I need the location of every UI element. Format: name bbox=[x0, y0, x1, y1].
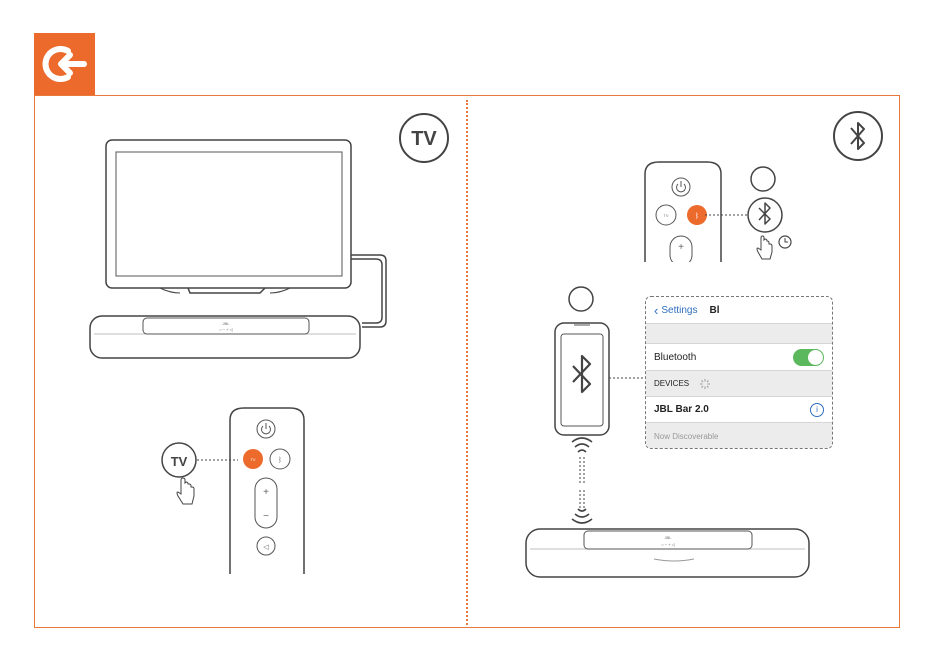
svg-text:◁: ◁ bbox=[263, 544, 269, 551]
settings-spacer bbox=[646, 323, 832, 343]
svg-text:ᛒ: ᛒ bbox=[278, 456, 282, 464]
svg-text:○ − + ◁: ○ − + ◁ bbox=[661, 542, 675, 547]
step-circle bbox=[566, 284, 596, 314]
svg-text:TV: TV bbox=[171, 454, 188, 469]
svg-text:+: + bbox=[263, 487, 269, 498]
back-badge[interactable] bbox=[34, 33, 95, 95]
soundbar-illustration: JBL ○ − + ◁ bbox=[88, 312, 364, 362]
soundbar-illustration-bt: JBL ○ − + ◁ bbox=[524, 525, 814, 581]
svg-text:TV: TV bbox=[250, 457, 255, 462]
bluetooth-label: Bluetooth bbox=[654, 352, 696, 363]
devices-label: DEVICES bbox=[654, 379, 689, 388]
wifi-signal-icon bbox=[567, 505, 597, 527]
tv-button-callout: TV bbox=[160, 440, 240, 510]
status-text: Now Discoverable bbox=[654, 432, 718, 441]
info-icon[interactable]: i bbox=[810, 403, 824, 417]
chevron-left-icon[interactable]: ‹ bbox=[654, 303, 658, 318]
step-circle bbox=[751, 167, 775, 191]
tv-mode-badge: TV bbox=[398, 112, 450, 169]
back-arrow-icon bbox=[34, 33, 95, 95]
svg-text:−: − bbox=[263, 511, 269, 522]
bluetooth-row: Bluetooth bbox=[646, 343, 832, 370]
device-row[interactable]: JBL Bar 2.0 i bbox=[646, 396, 832, 422]
phone-illustration bbox=[552, 320, 652, 520]
bluetooth-toggle[interactable] bbox=[793, 349, 824, 366]
svg-text:+: + bbox=[678, 242, 684, 253]
panel-divider bbox=[466, 100, 468, 625]
svg-text:JBL: JBL bbox=[665, 535, 673, 540]
svg-text:TV: TV bbox=[663, 213, 668, 218]
device-name: JBL Bar 2.0 bbox=[654, 404, 709, 415]
phone-settings-panel: ‹ Settings Bl Bluetooth DEVICES JBL Bar … bbox=[645, 296, 833, 449]
svg-text:ᛒ: ᛒ bbox=[695, 212, 699, 220]
bluetooth-mode-badge bbox=[832, 110, 884, 167]
hand-press-icon bbox=[757, 236, 772, 259]
hand-press-icon bbox=[177, 478, 194, 504]
svg-text:JBL: JBL bbox=[223, 321, 231, 326]
clock-icon bbox=[779, 236, 791, 248]
spinner-icon bbox=[699, 378, 711, 390]
wifi-signal-icon bbox=[572, 438, 592, 452]
tv-mode-badge-label: TV bbox=[411, 128, 437, 150]
bluetooth-button-callout bbox=[705, 164, 815, 264]
settings-header: ‹ Settings Bl bbox=[646, 297, 832, 323]
svg-text:○ − + ◁: ○ − + ◁ bbox=[219, 327, 233, 332]
devices-header: DEVICES bbox=[646, 370, 832, 396]
settings-title: Bl bbox=[709, 305, 719, 316]
settings-back-link[interactable]: Settings bbox=[661, 305, 697, 316]
status-row: Now Discoverable bbox=[646, 422, 832, 449]
